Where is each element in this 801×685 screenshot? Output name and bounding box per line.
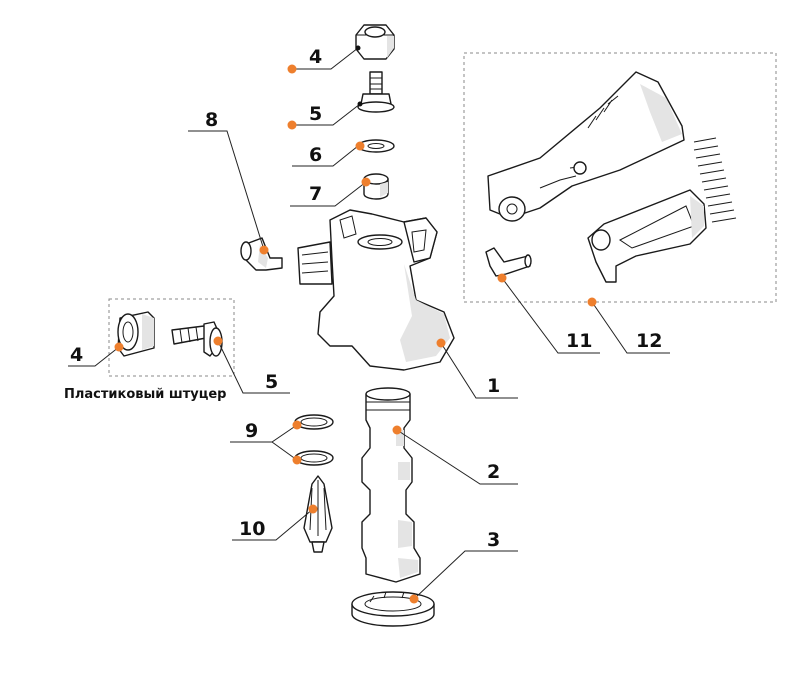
callout-5-left: 5 bbox=[265, 371, 278, 393]
base-ring-part bbox=[351, 591, 435, 627]
leader-lines bbox=[68, 47, 670, 600]
callout-1: 1 bbox=[487, 375, 500, 397]
callout-4-top: 4 bbox=[309, 46, 322, 68]
valve-cage-part bbox=[303, 475, 333, 553]
lever-part bbox=[587, 189, 707, 283]
callout-9: 9 bbox=[245, 420, 258, 442]
coupler-body-part bbox=[297, 209, 455, 371]
plastic-nut-part bbox=[117, 311, 155, 357]
callout-4-left: 4 bbox=[70, 344, 83, 366]
hex-nut-part bbox=[355, 24, 395, 60]
washer-part bbox=[357, 139, 395, 153]
callout-markers bbox=[114, 45, 597, 604]
handle-part bbox=[487, 71, 685, 222]
callout-5-top: 5 bbox=[309, 103, 322, 125]
plastic-fitting-part bbox=[171, 321, 223, 357]
hose-barb-fitting-part bbox=[357, 71, 395, 113]
callout-8: 8 bbox=[205, 109, 218, 131]
plastic-fitting-group-frame bbox=[108, 298, 235, 377]
callout-3: 3 bbox=[487, 529, 500, 551]
spring-part bbox=[693, 137, 737, 223]
plastic-fitting-caption: Пластиковый штуцер bbox=[64, 387, 226, 402]
callout-6: 6 bbox=[309, 144, 322, 166]
callout-2: 2 bbox=[487, 461, 500, 483]
callout-11: 11 bbox=[566, 330, 592, 352]
callout-12: 12 bbox=[636, 330, 662, 352]
bushing-part bbox=[363, 173, 389, 200]
callout-7: 7 bbox=[309, 183, 322, 205]
handle-assembly-group-frame bbox=[463, 52, 777, 303]
probe-stem-part bbox=[361, 387, 421, 583]
callout-10: 10 bbox=[239, 518, 265, 540]
pin-part bbox=[485, 247, 532, 277]
